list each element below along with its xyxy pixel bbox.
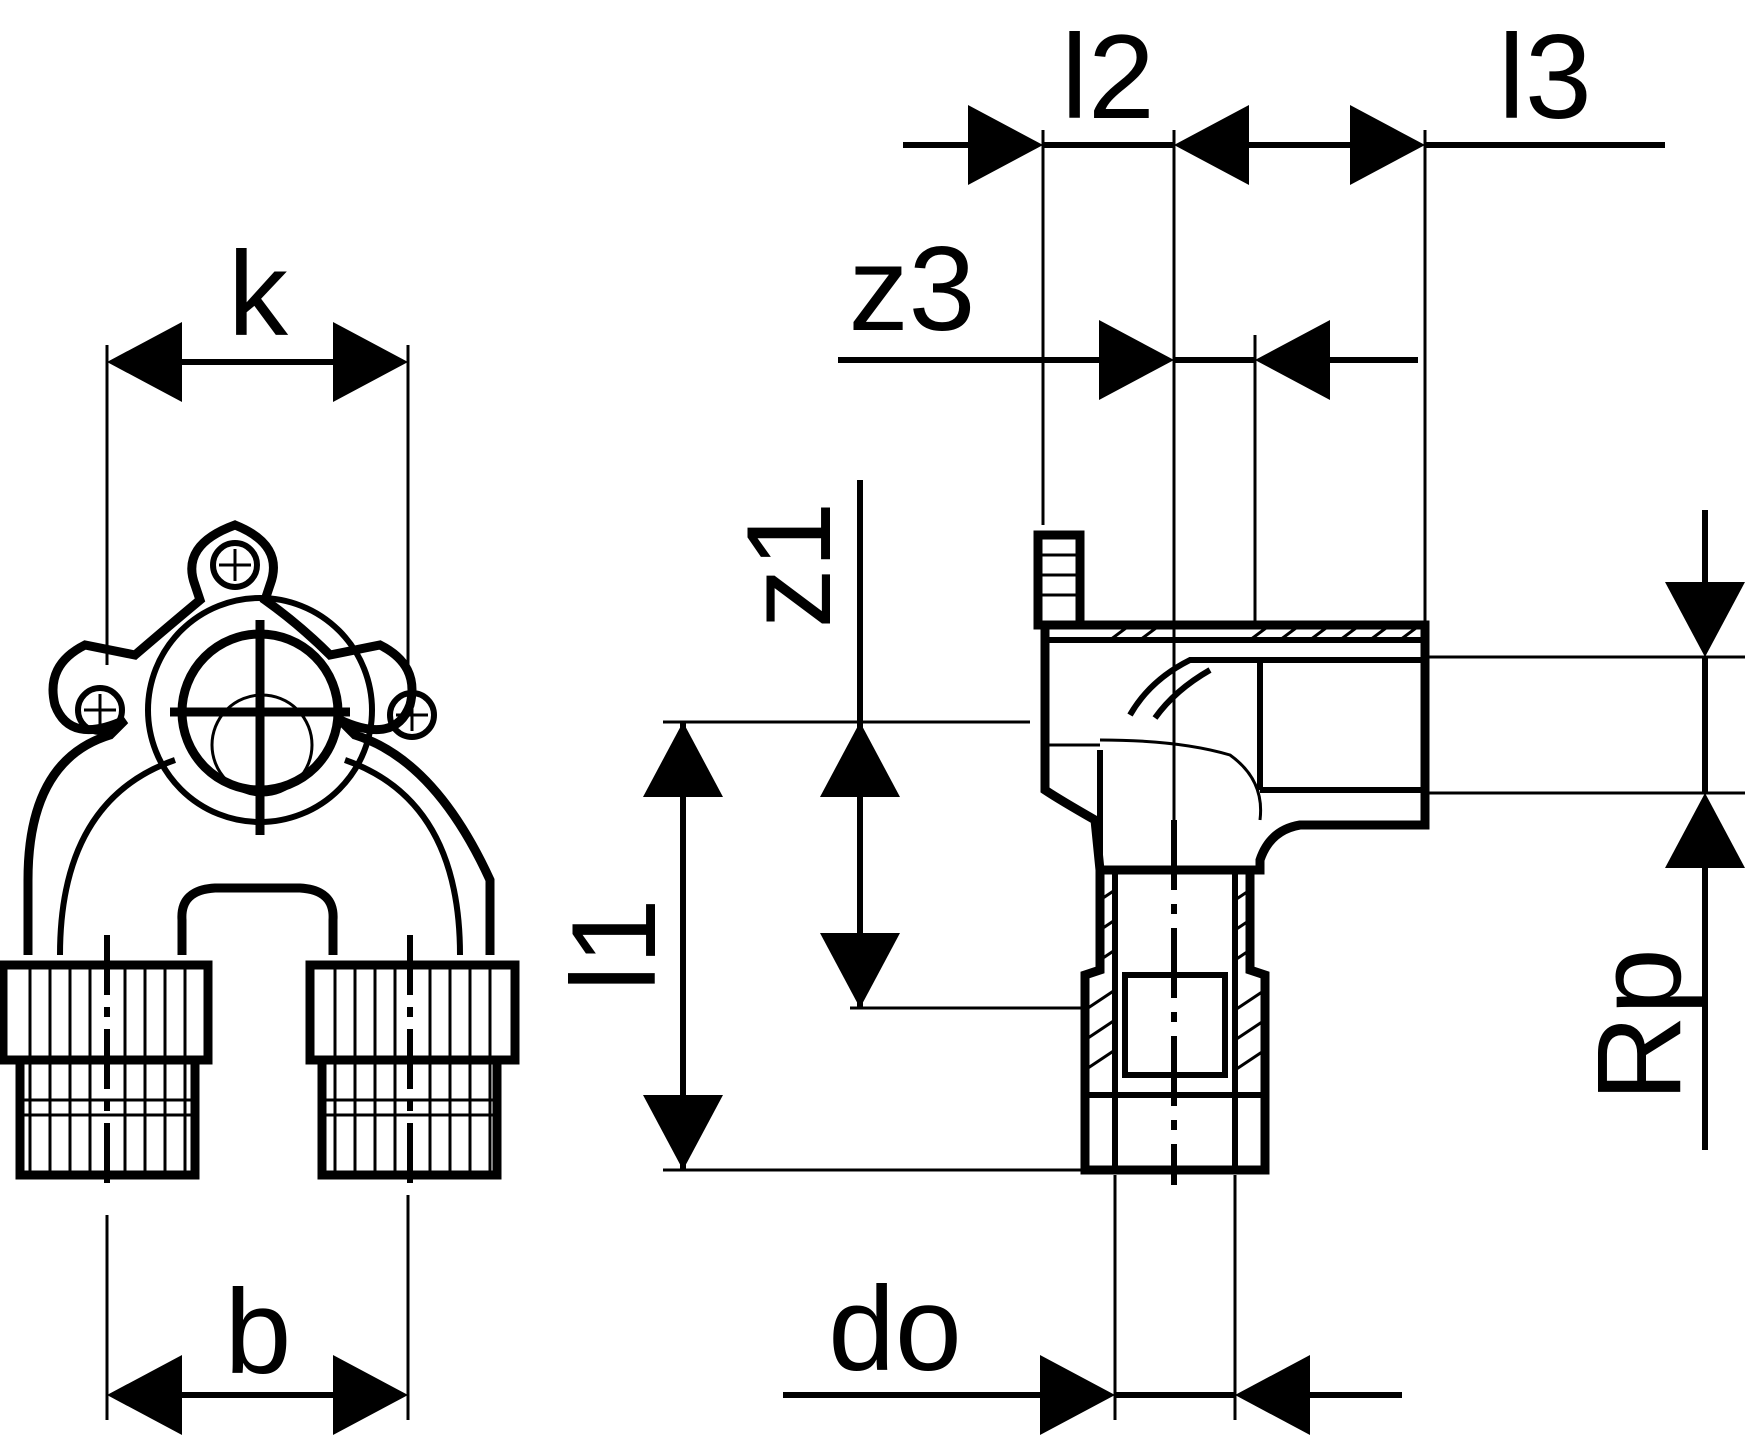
front-inner-arch xyxy=(177,883,338,955)
side-top-spigot xyxy=(1033,530,1085,630)
label-do: do xyxy=(828,1262,961,1396)
label-l3: l3 xyxy=(1498,10,1591,144)
front-screw-top xyxy=(210,540,260,590)
front-outlet-left xyxy=(0,935,213,1195)
dimension-l3: l3 xyxy=(1249,10,1665,625)
front-screw-left xyxy=(75,685,125,735)
side-body xyxy=(1040,620,1430,875)
side-view xyxy=(1033,530,1430,1185)
label-rp: Rp xyxy=(1572,948,1706,1101)
front-outlet-right xyxy=(305,935,520,1195)
label-b: b xyxy=(225,1265,292,1399)
label-k: k xyxy=(228,227,289,361)
label-l1: l1 xyxy=(547,898,681,991)
dimension-z3: z3 xyxy=(838,222,1418,625)
side-hatching-pipe xyxy=(1084,888,1266,1072)
dimension-rp: Rp xyxy=(1428,510,1745,1150)
label-z3: z3 xyxy=(849,222,976,356)
dimension-l2: l2 xyxy=(903,10,1249,825)
dimension-z1: z1 xyxy=(663,480,1085,1010)
dimension-b: b xyxy=(105,1195,410,1435)
dimension-k: k xyxy=(105,227,410,665)
front-view xyxy=(0,520,520,1195)
side-hatching-top xyxy=(1109,623,1421,642)
label-l2: l2 xyxy=(1061,10,1154,144)
dimension-l1: l1 xyxy=(547,722,1085,1172)
front-inner-bow-left xyxy=(57,757,176,956)
dimension-do: do xyxy=(783,1175,1402,1435)
front-inner-bow-right xyxy=(344,757,463,956)
front-screw-right xyxy=(387,690,437,740)
label-z1: z1 xyxy=(722,502,856,629)
